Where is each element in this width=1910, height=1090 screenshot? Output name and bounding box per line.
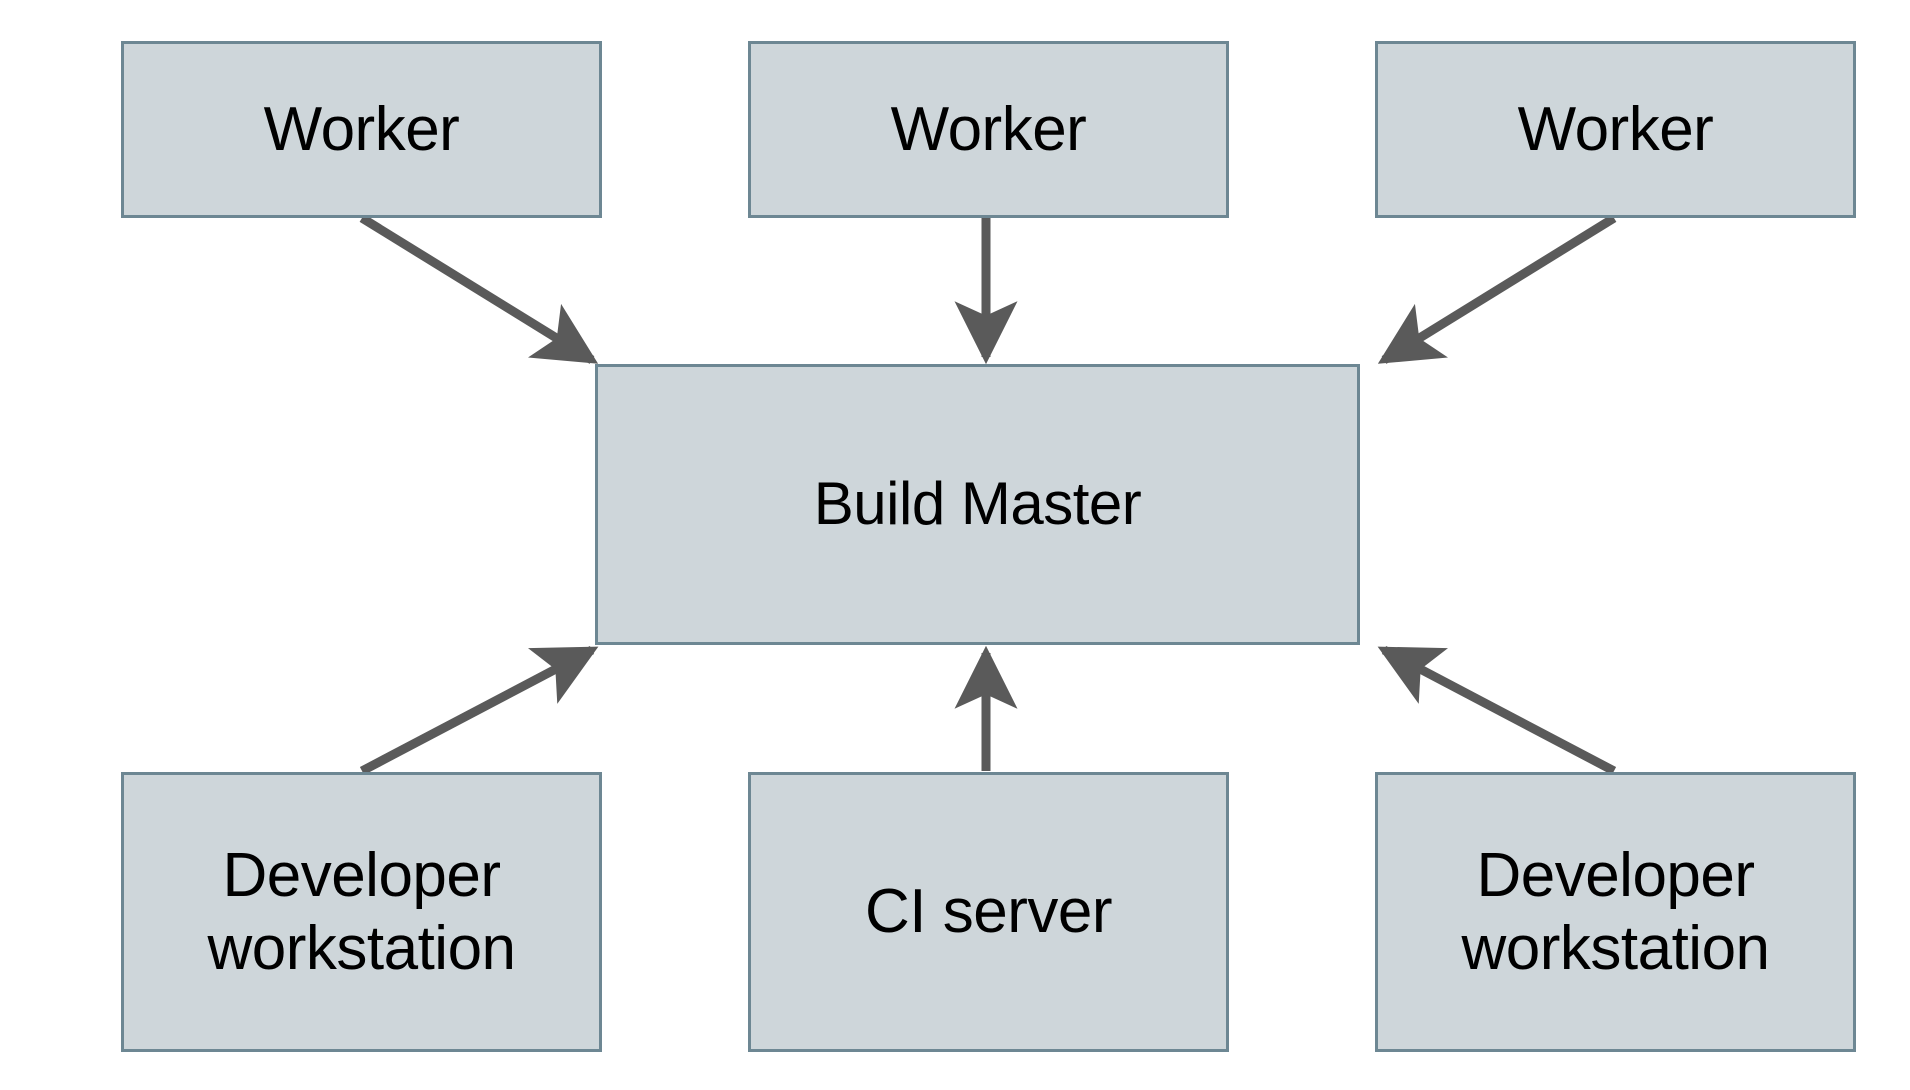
node-worker-1[interactable]: Worker <box>121 41 602 218</box>
node-build-master-label: Build Master <box>813 470 1142 538</box>
edge-worker-3-to-build-master <box>1377 214 1617 364</box>
node-developer-workstation-2[interactable]: Developer workstation <box>1375 772 1856 1052</box>
node-ci-server-label: CI server <box>865 877 1112 947</box>
edge-developer-workstation-2-to-build-master <box>1377 646 1617 775</box>
node-worker-1-label: Worker <box>263 94 460 164</box>
node-build-master[interactable]: Build Master <box>595 364 1360 645</box>
edge-developer-workstation-1-to-build-master <box>359 646 599 775</box>
node-ci-server[interactable]: CI server <box>748 772 1229 1052</box>
edge-worker-1-to-build-master <box>359 214 599 364</box>
node-developer-workstation-1-label: Developer workstation <box>207 840 516 983</box>
node-worker-2-label: Worker <box>890 94 1087 164</box>
node-developer-workstation-2-label: Developer workstation <box>1461 840 1770 983</box>
node-developer-workstation-1[interactable]: Developer workstation <box>121 772 602 1052</box>
node-worker-2[interactable]: Worker <box>748 41 1229 218</box>
node-worker-3[interactable]: Worker <box>1375 41 1856 218</box>
node-worker-3-label: Worker <box>1517 94 1714 164</box>
